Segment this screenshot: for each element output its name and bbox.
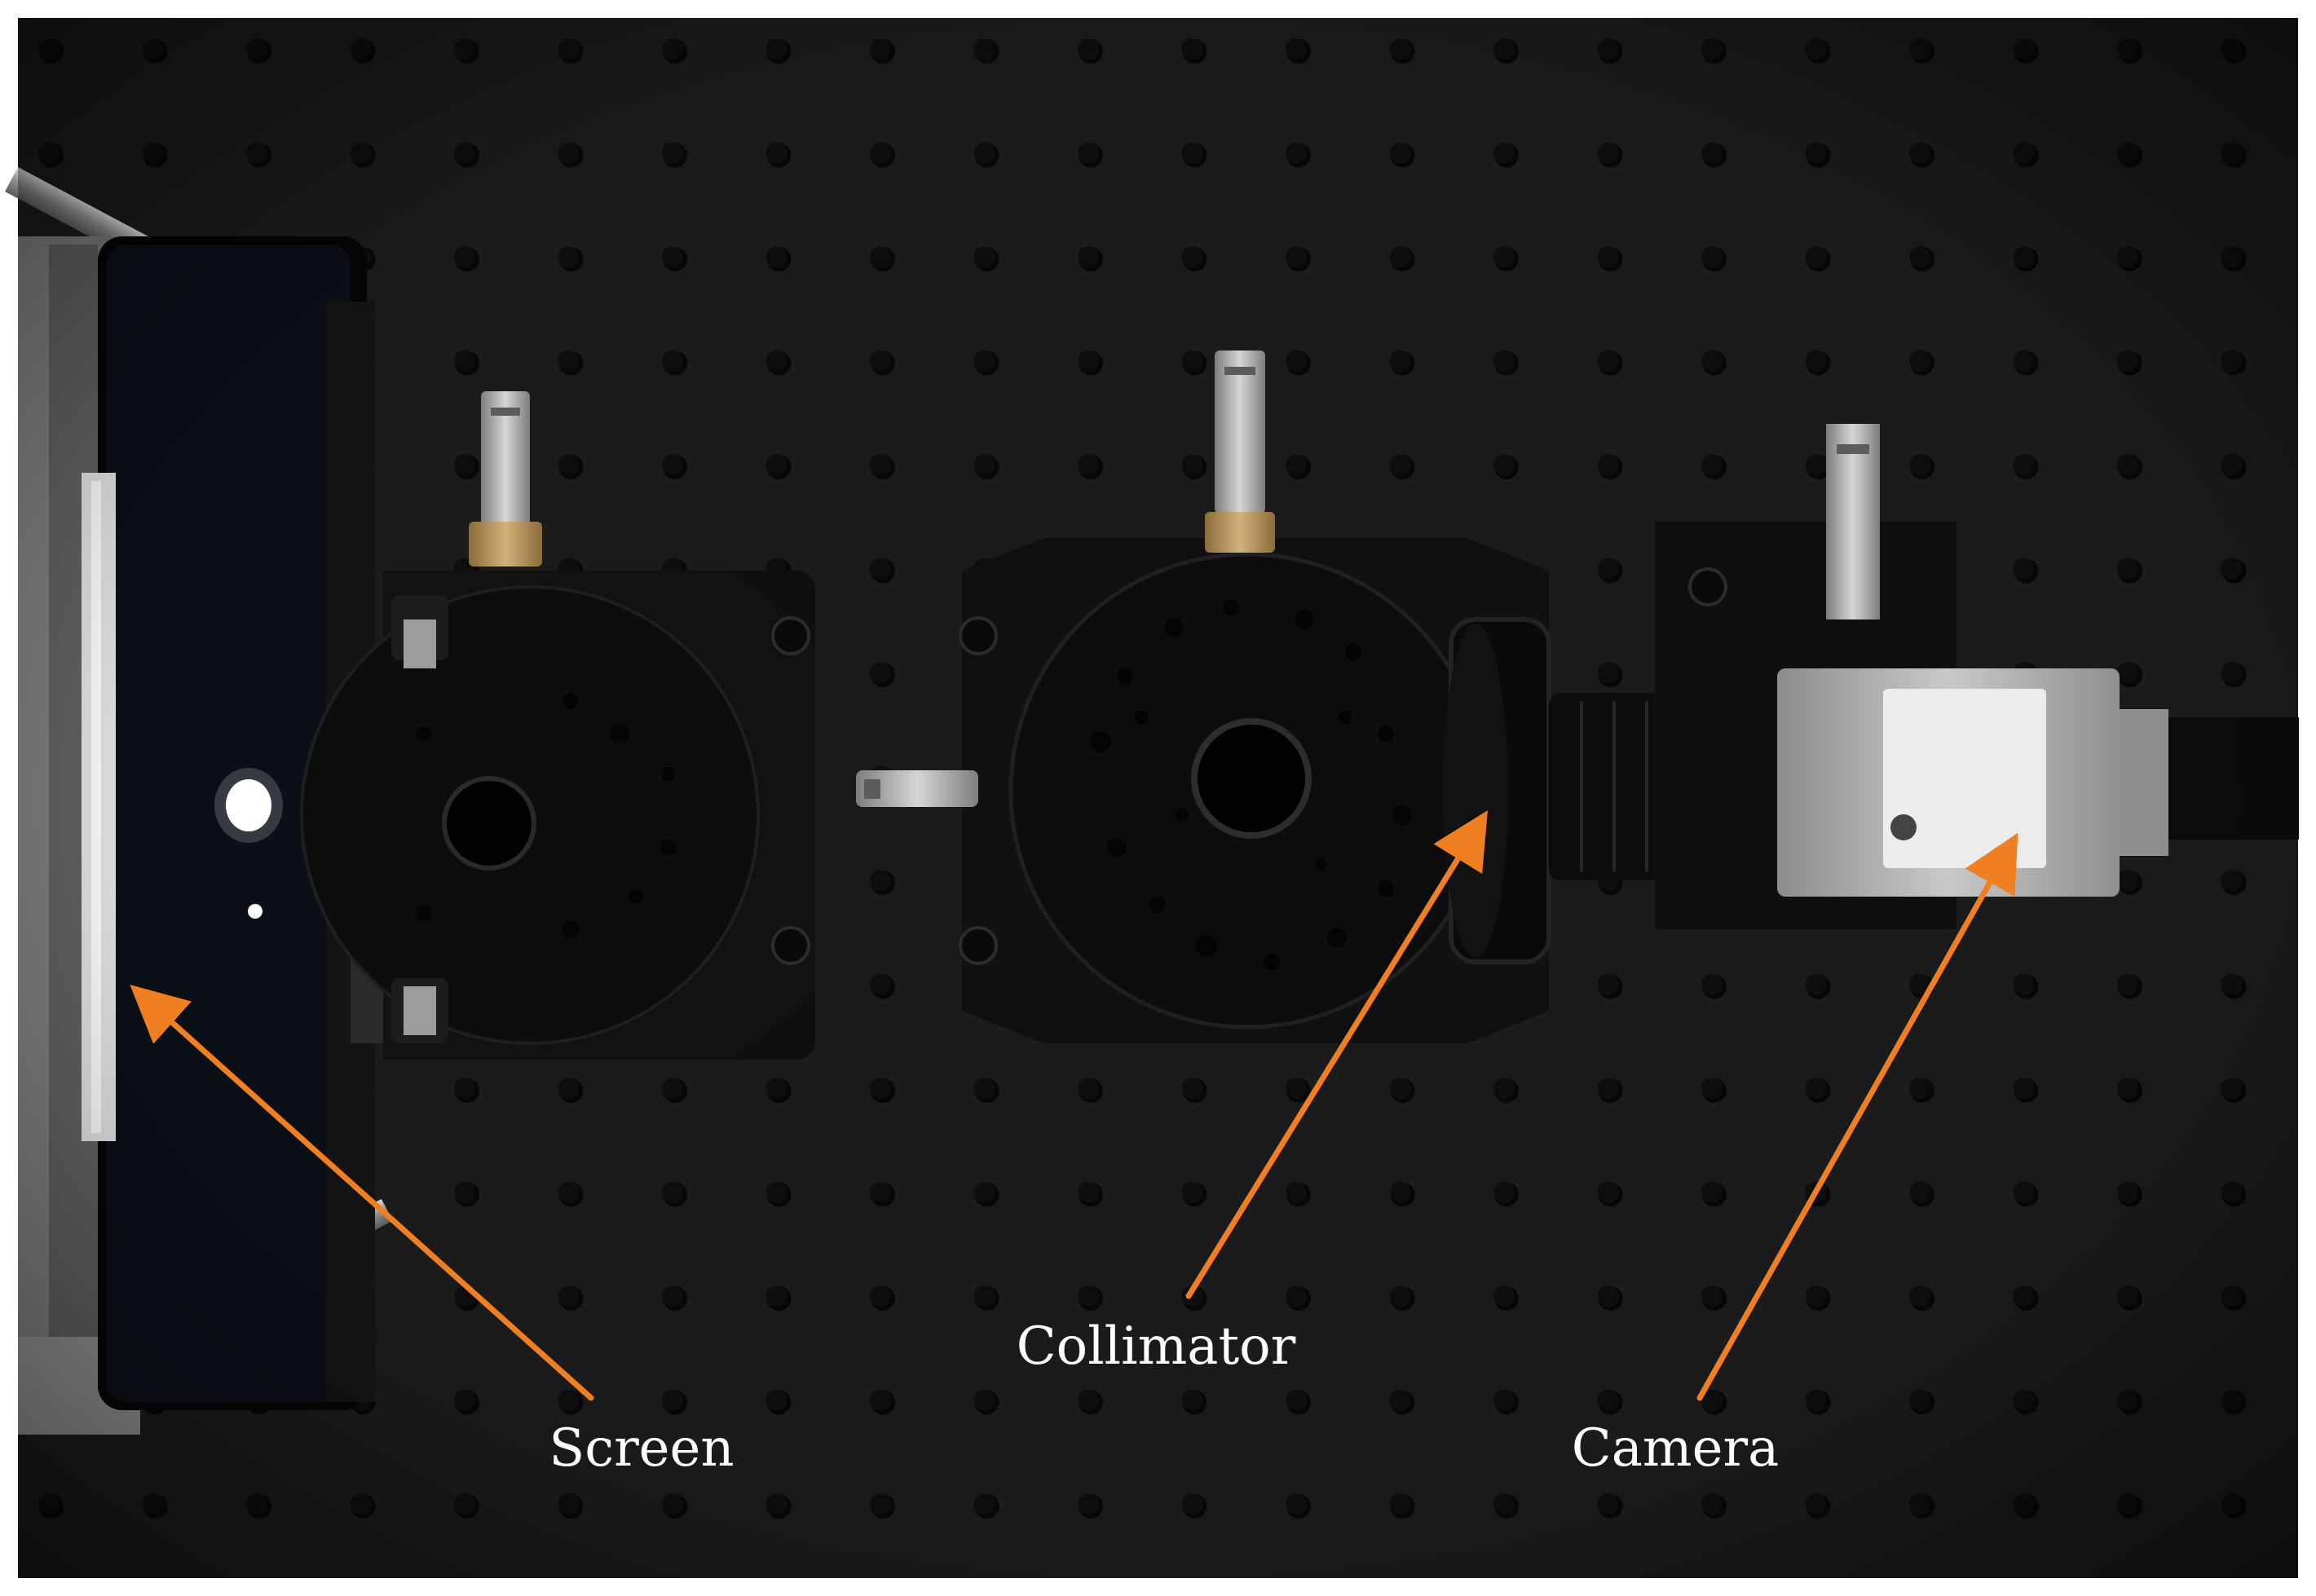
collimator-label: Collimator <box>1016 1316 1296 1377</box>
screen-arrow <box>130 984 594 1401</box>
camera-label: Camera <box>1571 1418 1780 1479</box>
screen-label: Screen <box>549 1418 735 1479</box>
annotation-arrows <box>130 810 2018 1401</box>
collimator-arrow <box>1185 810 1489 1299</box>
camera-arrow <box>1696 832 2018 1401</box>
